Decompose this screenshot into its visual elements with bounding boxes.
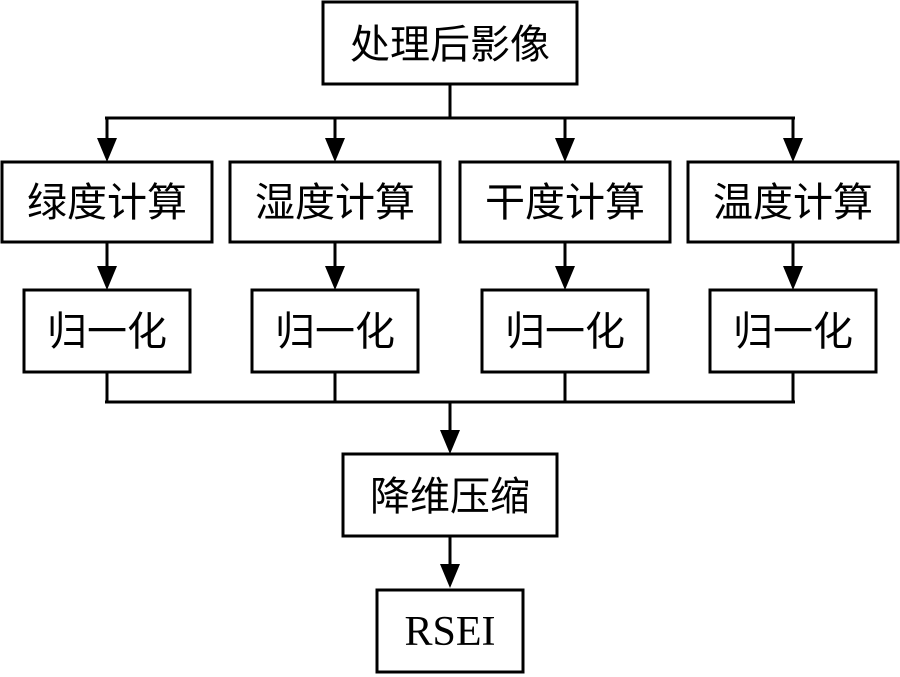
node-source: 处理后影像 xyxy=(321,0,579,86)
node-result-label: RSEI xyxy=(404,609,495,655)
node-index-dry-label: 干度计算 xyxy=(485,180,645,226)
node-normalize-2-label: 归一化 xyxy=(275,309,395,355)
node-normalize-3-label: 归一化 xyxy=(505,309,625,355)
arrows-index-to-normalize xyxy=(97,242,803,290)
node-index-dry: 干度计算 xyxy=(458,160,672,244)
branch-arrows-top xyxy=(97,118,803,162)
node-normalize-1-label: 归一化 xyxy=(47,309,167,355)
node-normalize-4-label: 归一化 xyxy=(733,309,853,355)
node-compress-label: 降维压缩 xyxy=(370,474,530,520)
node-source-label: 处理后影像 xyxy=(350,22,550,68)
connector-merge xyxy=(105,372,795,404)
node-index-green-label: 绿度计算 xyxy=(27,180,187,226)
node-normalize-3: 归一化 xyxy=(480,288,650,374)
node-compress: 降维压缩 xyxy=(341,452,559,538)
node-normalize-4: 归一化 xyxy=(708,288,878,374)
node-normalize-1: 归一化 xyxy=(22,288,192,374)
node-normalize-2: 归一化 xyxy=(250,288,420,374)
node-result: RSEI xyxy=(375,588,525,674)
arrow-merge-to-compress xyxy=(440,402,460,454)
node-index-wet-label: 湿度计算 xyxy=(255,180,415,226)
node-index-wet: 湿度计算 xyxy=(228,160,442,244)
node-index-heat: 温度计算 xyxy=(686,160,900,244)
arrow-compress-to-result xyxy=(440,536,460,588)
node-index-green: 绿度计算 xyxy=(0,160,214,244)
node-index-heat-label: 温度计算 xyxy=(713,180,873,226)
